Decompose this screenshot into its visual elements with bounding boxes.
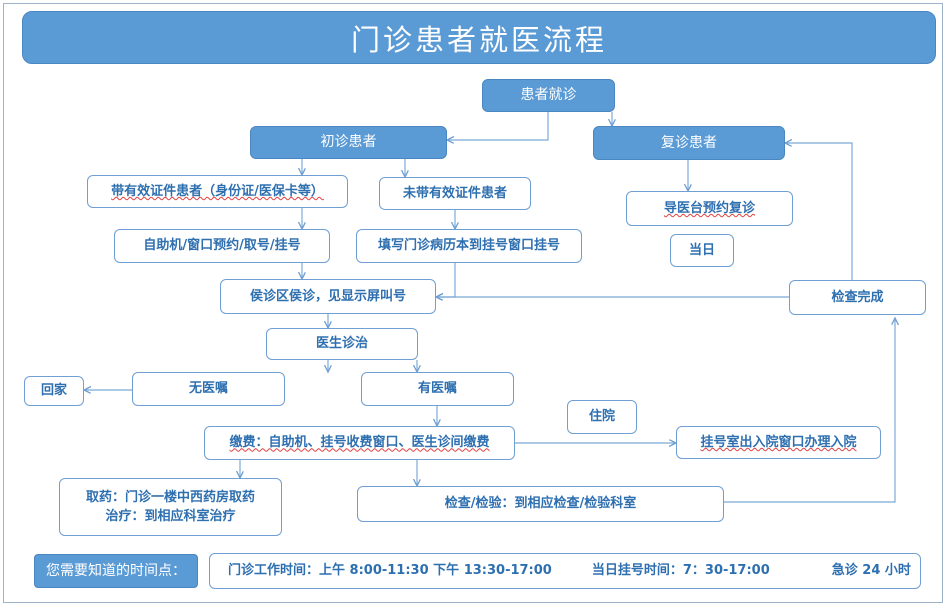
node-medicine-line1: 取药：门诊一楼中西药房取药: [85, 489, 255, 505]
node-medicine: 取药：门诊一楼中西药房取药 治疗：到相应科室治疗: [59, 478, 282, 536]
footer-registration: 当日挂号时间：7：30-17:00: [591, 563, 770, 579]
node-exam-done: 检查完成: [789, 280, 926, 315]
node-medicine-line2: 治疗：到相应科室治疗: [105, 509, 236, 524]
node-same-day: 当日: [670, 234, 734, 267]
node-with-id: 带有效证件患者（身份证/医保卡等）: [87, 175, 348, 208]
node-hospitalize: 住院: [567, 400, 637, 434]
footer-label: 您需要知道的时间点：: [34, 554, 198, 588]
footer-emergency: 急诊 24 小时: [831, 563, 911, 579]
node-go-home: 回家: [24, 376, 84, 406]
footer-info: 门诊工作时间：上午 8:00-11:30 下午 13:30-17:00 当日挂号…: [209, 553, 921, 589]
arrow-fill-to-waiting: [436, 263, 456, 297]
node-fill-record: 填写门诊病历本到挂号窗口挂号: [356, 229, 582, 263]
node-doctor: 医生诊治: [266, 328, 418, 360]
node-has-order: 有医嘱: [361, 372, 514, 406]
diagram-frame: [3, 3, 943, 603]
page-title: 门诊患者就医流程: [22, 11, 936, 64]
node-admission-label: 挂号室出入院窗口办理入院: [700, 434, 857, 450]
arrow-start-to-first: [447, 112, 549, 140]
arrow-exam-to-examdone: [724, 318, 895, 503]
node-self-service: 自助机/窗口预约/取号/挂号: [114, 229, 330, 263]
node-no-order: 无医嘱: [132, 372, 285, 406]
node-first-visit: 初诊患者: [250, 126, 447, 159]
node-payment-label: 缴费：自助机、挂号收费窗口、医生诊间缴费: [229, 435, 490, 451]
node-examination: 检查/检验：到相应检查/检验科室: [357, 486, 724, 522]
node-start: 患者就诊: [482, 79, 615, 112]
node-payment: 缴费：自助机、挂号收费窗口、医生诊间缴费: [204, 426, 515, 460]
node-waiting: 侯诊区侯诊，见显示屏叫号: [220, 279, 436, 314]
node-guide-desk-label: 导医台预约复诊: [663, 200, 755, 216]
arrow-examdone-to-return: [785, 143, 853, 280]
node-guide-desk: 导医台预约复诊: [626, 191, 793, 226]
node-without-id: 未带有效证件患者: [379, 177, 531, 210]
node-admission: 挂号室出入院窗口办理入院: [676, 426, 881, 459]
node-with-id-label: 带有效证件患者（身份证/医保卡等）: [111, 183, 324, 199]
node-return-visit: 复诊患者: [593, 126, 785, 160]
footer-hours: 门诊工作时间：上午 8:00-11:30 下午 13:30-17:00: [228, 563, 552, 579]
